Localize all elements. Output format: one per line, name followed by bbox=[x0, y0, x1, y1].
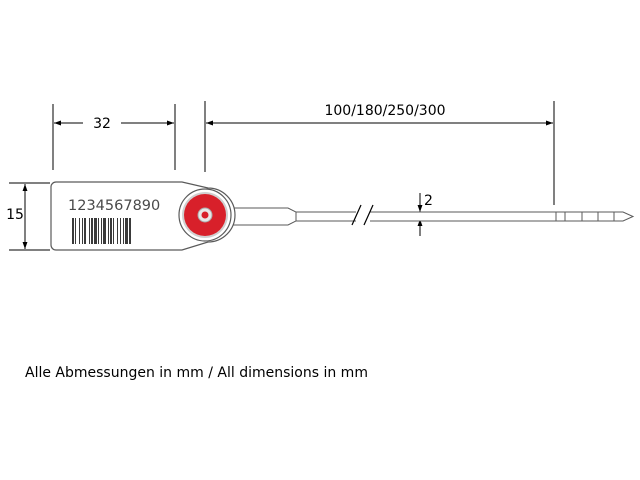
locking-head-pin bbox=[201, 211, 209, 219]
break-mark-right bbox=[363, 204, 374, 226]
strap bbox=[232, 207, 635, 226]
dimension-strap-length: 100/180/250/300 bbox=[206, 103, 553, 126]
barcode-bar bbox=[75, 218, 76, 244]
barcode-bar bbox=[91, 218, 93, 244]
barcode-bar bbox=[110, 218, 112, 244]
extension-lines bbox=[9, 101, 555, 251]
dimension-tag-length: 32 bbox=[54, 116, 174, 132]
dim-label-strap-diameter: 2 bbox=[424, 193, 433, 209]
barcode-bar bbox=[108, 218, 109, 244]
dim-label-tag-length: 32 bbox=[93, 116, 111, 132]
barcode-bar bbox=[120, 218, 121, 244]
strap-tip bbox=[555, 211, 635, 222]
barcode-bar bbox=[82, 218, 83, 244]
locking-head bbox=[178, 188, 232, 242]
strap-taper bbox=[232, 207, 297, 226]
barcode-bar bbox=[129, 218, 131, 244]
barcode-bar bbox=[103, 218, 106, 244]
barcode-bar bbox=[79, 218, 80, 244]
serial-number: 1234567890 bbox=[68, 198, 160, 214]
barcode-bar bbox=[125, 218, 128, 244]
dim-label-strap-length: 100/180/250/300 bbox=[324, 103, 445, 119]
barcode-bar bbox=[123, 218, 124, 244]
break-mark-left bbox=[351, 204, 362, 226]
dimension-strap-diameter: 2 bbox=[417, 193, 433, 236]
barcode-bar bbox=[113, 218, 114, 244]
strap-tip-segments bbox=[564, 212, 615, 221]
strap-break-symbol bbox=[351, 204, 374, 226]
barcode-bar bbox=[89, 218, 90, 244]
barcode-bar bbox=[98, 218, 99, 244]
dim-label-tag-height: 15 bbox=[6, 207, 24, 223]
barcode bbox=[72, 218, 131, 244]
strap-body-left bbox=[295, 211, 358, 222]
strap-body-right bbox=[368, 211, 557, 222]
barcode-bar bbox=[72, 218, 74, 244]
dimensions-caption: Alle Abmessungen in mm / All dimensions … bbox=[25, 365, 368, 381]
barcode-bar bbox=[94, 218, 97, 244]
barcode-bar bbox=[84, 218, 86, 244]
barcode-bar bbox=[117, 218, 118, 244]
barcode-bar bbox=[101, 218, 102, 244]
dimension-tag-height: 15 bbox=[6, 184, 28, 249]
